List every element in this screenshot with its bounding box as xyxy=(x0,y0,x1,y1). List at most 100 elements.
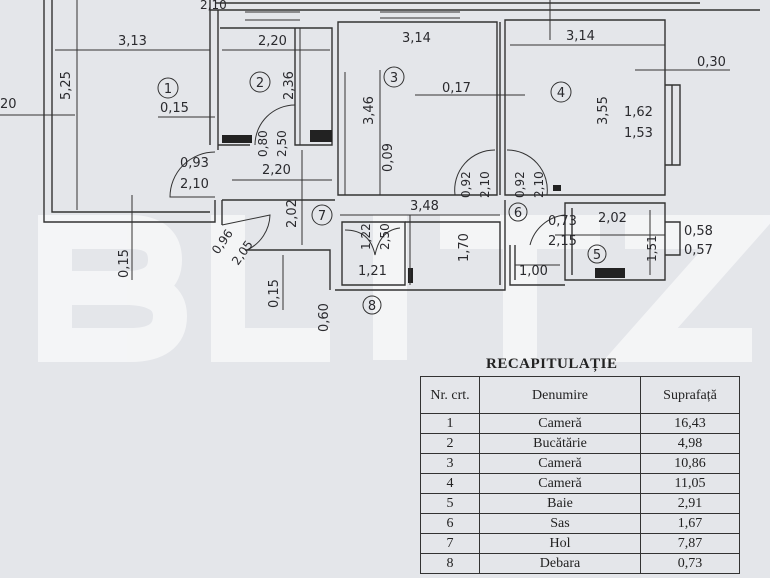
svg-text:1,21: 1,21 xyxy=(358,264,387,279)
svg-text:0,57: 0,57 xyxy=(684,243,713,258)
cell-area: 11,05 xyxy=(640,473,740,494)
svg-text:0,80: 0,80 xyxy=(256,130,270,157)
svg-text:6: 6 xyxy=(514,206,522,221)
room-2-label: 2 xyxy=(249,71,271,93)
svg-text:1,53: 1,53 xyxy=(624,126,653,141)
svg-text:1,62: 1,62 xyxy=(624,105,653,120)
cell-nr: 2 xyxy=(420,433,480,454)
room-6-label: 6 xyxy=(508,202,528,222)
svg-text:2,02: 2,02 xyxy=(598,211,627,226)
svg-text:1,51: 1,51 xyxy=(645,235,659,262)
cell-name: Baie xyxy=(479,493,641,514)
room-labels: 1 2 3 4 5 6 7 8 xyxy=(157,66,607,315)
room-4-label: 4 xyxy=(550,81,572,103)
room-1-label: 1 xyxy=(157,77,179,99)
svg-text:2,50: 2,50 xyxy=(378,223,392,250)
col-header-area: Suprafață xyxy=(640,376,740,414)
svg-text:3,55: 3,55 xyxy=(596,96,611,125)
room-5-label: 5 xyxy=(587,244,607,264)
cell-name: Cameră xyxy=(479,453,641,474)
svg-text:7: 7 xyxy=(318,209,326,224)
svg-text:0,92: 0,92 xyxy=(459,171,473,198)
svg-text:2,10: 2,10 xyxy=(200,0,227,12)
svg-text:0,93: 0,93 xyxy=(180,156,209,171)
svg-text:20: 20 xyxy=(0,97,17,112)
svg-text:0,58: 0,58 xyxy=(684,224,713,239)
svg-text:0,30: 0,30 xyxy=(697,55,726,70)
svg-text:0,15: 0,15 xyxy=(160,101,189,116)
cell-nr: 6 xyxy=(420,513,480,534)
col-header-name: Denumire xyxy=(479,376,641,414)
svg-text:2,02: 2,02 xyxy=(285,199,300,228)
svg-text:1: 1 xyxy=(164,82,172,97)
cell-area: 7,87 xyxy=(640,533,740,554)
recap-table-section: RECAPITULAȚIE Nr. crt. Denumire Suprafaț… xyxy=(420,356,742,574)
svg-text:3: 3 xyxy=(390,71,398,86)
cell-area: 1,67 xyxy=(640,513,740,534)
dimension-labels: 3,13 5,25 20 0,15 2,20 2,36 0,80 2,50 0,… xyxy=(0,0,726,332)
cell-nr: 5 xyxy=(420,493,480,514)
svg-text:2,10: 2,10 xyxy=(180,177,209,192)
svg-text:3,14: 3,14 xyxy=(566,29,595,44)
svg-text:2,10: 2,10 xyxy=(532,171,546,198)
room-7-label: 7 xyxy=(311,204,333,226)
cell-name: Cameră xyxy=(479,413,641,434)
cell-area: 10,86 xyxy=(640,453,740,474)
cell-area: 16,43 xyxy=(640,413,740,434)
svg-text:2,20: 2,20 xyxy=(262,163,291,178)
doors xyxy=(169,104,566,256)
cell-name: Sas xyxy=(479,513,641,534)
svg-text:0,92: 0,92 xyxy=(513,171,527,198)
cell-area: 2,91 xyxy=(640,493,740,514)
svg-text:0,15: 0,15 xyxy=(117,249,132,278)
svg-text:4: 4 xyxy=(557,86,565,101)
svg-text:3,48: 3,48 xyxy=(410,199,439,214)
svg-text:8: 8 xyxy=(368,299,376,314)
cell-name: Cameră xyxy=(479,473,641,494)
col-header-nr: Nr. crt. xyxy=(420,376,480,414)
svg-text:2: 2 xyxy=(256,76,264,91)
cell-nr: 3 xyxy=(420,453,480,474)
svg-text:5: 5 xyxy=(593,248,601,263)
walls xyxy=(43,0,760,291)
svg-text:1,22: 1,22 xyxy=(359,223,373,250)
watermark-logo xyxy=(38,215,770,362)
svg-text:0,15: 0,15 xyxy=(267,279,282,308)
recap-title: RECAPITULAȚIE xyxy=(486,356,618,372)
svg-text:2,20: 2,20 xyxy=(258,34,287,49)
svg-text:1,70: 1,70 xyxy=(457,233,472,262)
svg-text:3,14: 3,14 xyxy=(402,31,431,46)
cell-nr: 4 xyxy=(420,473,480,494)
svg-text:1,00: 1,00 xyxy=(519,264,548,279)
svg-text:3,13: 3,13 xyxy=(118,34,147,49)
room-8-label: 8 xyxy=(362,295,382,315)
svg-text:2,36: 2,36 xyxy=(282,71,297,100)
cell-area: 4,98 xyxy=(640,433,740,454)
cell-name: Bucătărie xyxy=(479,433,641,454)
svg-text:3,46: 3,46 xyxy=(362,96,377,125)
svg-text:0,17: 0,17 xyxy=(442,81,471,96)
cell-nr: 8 xyxy=(420,553,480,574)
cell-area: 0,73 xyxy=(640,553,740,574)
room-3-label: 3 xyxy=(383,66,405,88)
svg-text:0,60: 0,60 xyxy=(317,303,332,332)
cell-name: Hol xyxy=(479,533,641,554)
svg-text:5,25: 5,25 xyxy=(59,71,74,100)
dimension-lines xyxy=(0,0,730,310)
cell-name: Debara xyxy=(479,553,641,574)
svg-text:2,10: 2,10 xyxy=(478,171,492,198)
svg-text:0,09: 0,09 xyxy=(381,143,396,172)
svg-text:2,15: 2,15 xyxy=(548,234,577,249)
svg-text:2,50: 2,50 xyxy=(275,130,289,157)
cell-nr: 7 xyxy=(420,533,480,554)
